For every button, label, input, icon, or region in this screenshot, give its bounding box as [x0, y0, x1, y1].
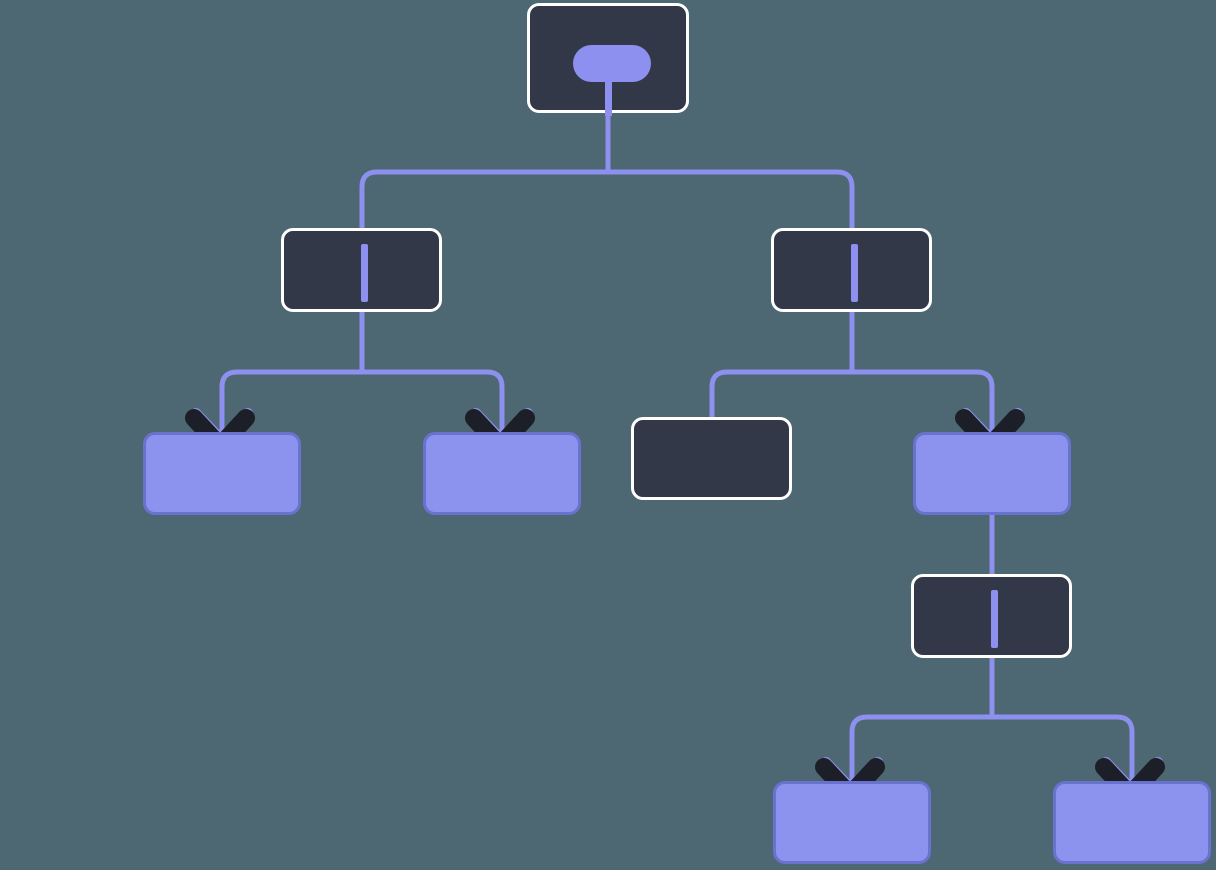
node-level3-dark[interactable] [911, 574, 1072, 658]
node-inner-bar [851, 244, 858, 302]
edge-n7-to-n8 [849, 714, 992, 787]
node-level1-right[interactable] [771, 228, 932, 312]
edge-n1-to-n3 [219, 369, 362, 438]
edge-root-to-n2 [608, 169, 855, 228]
node-inner-bar [361, 244, 368, 302]
node-leaf-2[interactable] [423, 432, 581, 515]
node-level2-purple[interactable] [913, 432, 1071, 515]
node-root[interactable] [527, 3, 689, 116]
edge-n7-to-n9 [992, 714, 1135, 787]
edge-n2-to-n6 [852, 369, 995, 438]
node-inner-bar [991, 590, 998, 648]
node-leaf-1[interactable] [143, 432, 301, 515]
node-level2-dark[interactable] [631, 417, 792, 500]
node-level1-left[interactable] [281, 228, 442, 312]
edge-n2-to-n5 [709, 369, 852, 418]
edge-root-to-n1 [359, 169, 608, 228]
root-stem-shape [605, 78, 612, 116]
root-pill-shape [573, 45, 651, 82]
node-leaf-3[interactable] [773, 781, 931, 864]
edge-n1-to-n4 [362, 369, 505, 438]
node-leaf-4[interactable] [1053, 781, 1211, 864]
